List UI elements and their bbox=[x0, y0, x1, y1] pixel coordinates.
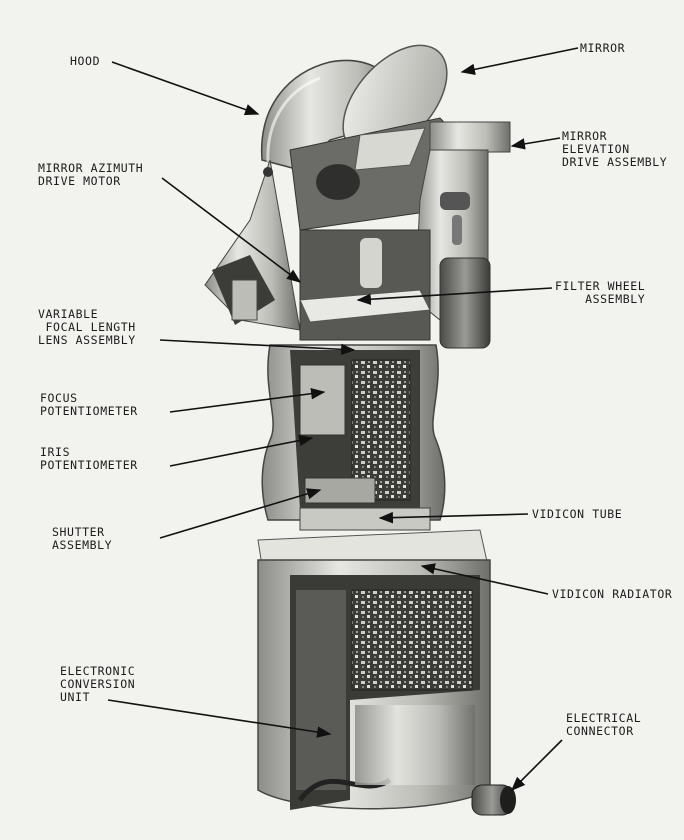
vidicon-tube-shape bbox=[299, 507, 431, 531]
leader-shutter bbox=[159, 488, 322, 539]
leader-mirror bbox=[460, 47, 579, 76]
label-mirror-azimuth-motor: MIRROR AZIMUTH DRIVE MOTOR bbox=[38, 161, 144, 188]
label-mirror: MIRROR bbox=[580, 41, 626, 55]
label-vidicon-tube: VIDICON TUBE bbox=[532, 507, 623, 521]
label-electrical-connector: ELECTRICAL CONNECTOR bbox=[566, 711, 642, 738]
label-hood: HOOD bbox=[70, 54, 101, 68]
leader-hood bbox=[111, 61, 260, 116]
leader-vidicon-tube bbox=[378, 511, 529, 524]
leader-radiator bbox=[420, 563, 549, 595]
label-iris-potentiometer: IRIS POTENTIOMETER bbox=[40, 445, 138, 472]
electronics-cylinder-shape bbox=[257, 559, 491, 810]
leader-variable-lens bbox=[159, 339, 356, 356]
label-vidicon-radiator: VIDICON RADIATOR bbox=[552, 587, 673, 601]
leader-mirror-elevation bbox=[510, 137, 561, 150]
filter-wheel-shape bbox=[299, 229, 431, 341]
leader-filter-wheel bbox=[356, 287, 553, 305]
leader-connector bbox=[510, 739, 563, 792]
label-electronic-conversion-unit: ELECTRONIC CONVERSION UNIT bbox=[60, 664, 136, 704]
leader-azimuth bbox=[161, 177, 302, 283]
leader-iris bbox=[169, 434, 314, 467]
azimuth-bracket-shape bbox=[204, 159, 301, 331]
elevation-drive-shape bbox=[414, 121, 511, 349]
electrical-connector-shape bbox=[471, 784, 516, 816]
leader-lines bbox=[107, 47, 579, 792]
leader-electronic-unit bbox=[107, 699, 332, 738]
leader-focus bbox=[169, 387, 326, 413]
label-filter-wheel: FILTER WHEEL ASSEMBLY bbox=[555, 279, 646, 306]
label-focus-potentiometer: FOCUS POTENTIOMETER bbox=[40, 391, 138, 418]
label-variable-lens: VARIABLE FOCAL LENGTH LENS ASSEMBLY bbox=[38, 307, 136, 347]
lens-housing-shape bbox=[261, 344, 446, 521]
label-shutter-assembly: SHUTTER ASSEMBLY bbox=[52, 525, 113, 552]
label-mirror-elevation-drive: MIRROR ELEVATION DRIVE ASSEMBLY bbox=[562, 129, 668, 169]
